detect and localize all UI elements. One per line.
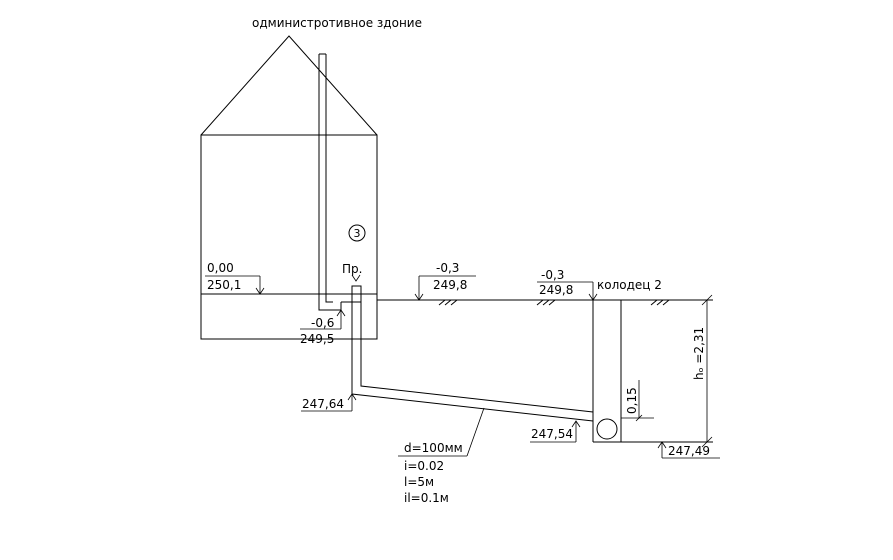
level-mark-ground-2: [537, 281, 598, 301]
well-depth-label: hₒ =2,31: [692, 327, 706, 380]
level-mark-floor: [205, 275, 265, 295]
floor-absolute-level: 250,1: [207, 278, 241, 292]
level-mark-well-bottom: [657, 441, 720, 459]
pipe-length: l=5м: [404, 475, 434, 489]
ground-hatch: [438, 299, 670, 306]
building-title: одминистротивное здоние: [252, 16, 422, 30]
outlet-relative-level: -0,6: [311, 316, 334, 330]
tray-height-label: 0,15: [625, 387, 639, 414]
inspection-fitting: [341, 285, 362, 303]
level-mark-outlet: [300, 309, 346, 330]
pipe-callout-leader: [398, 407, 485, 457]
ground-relative-level-1: -0,3: [436, 261, 459, 275]
ground-absolute-level-2: 249,8: [539, 283, 573, 297]
riser-pipe: [318, 53, 342, 311]
pipe-drop: il=0.1м: [404, 491, 449, 505]
level-mark-ground-1: [414, 275, 476, 301]
floor-relative-level: 0,00: [207, 261, 234, 275]
pipe-end-level: 247,54: [531, 427, 573, 441]
building-walls: [200, 134, 378, 340]
level-mark-pipe-start: [301, 393, 357, 412]
building-roof: [200, 35, 378, 136]
tray-height-dimension: [621, 380, 654, 422]
pipe-slope: i=0.02: [404, 459, 444, 473]
pipe-start-level: 247,64: [302, 397, 344, 411]
circle-marker-number: 3: [354, 227, 361, 240]
well-bottom-level: 247,49: [668, 444, 710, 458]
well-label: колодец 2: [597, 278, 662, 292]
outlet-absolute-level: 249,5: [300, 332, 334, 346]
well-depth-dimension: [701, 294, 713, 448]
circle-marker: [348, 224, 366, 242]
inspection-label: Пр.: [342, 262, 362, 276]
sewer-pipe: [351, 302, 594, 422]
inspection-arrow: [351, 274, 361, 282]
ground-absolute-level-1: 249,8: [433, 278, 467, 292]
ground-relative-level-2: -0,3: [541, 268, 564, 282]
pipe-diameter: d=100мм: [404, 441, 463, 455]
level-mark-pipe-end: [530, 420, 581, 443]
